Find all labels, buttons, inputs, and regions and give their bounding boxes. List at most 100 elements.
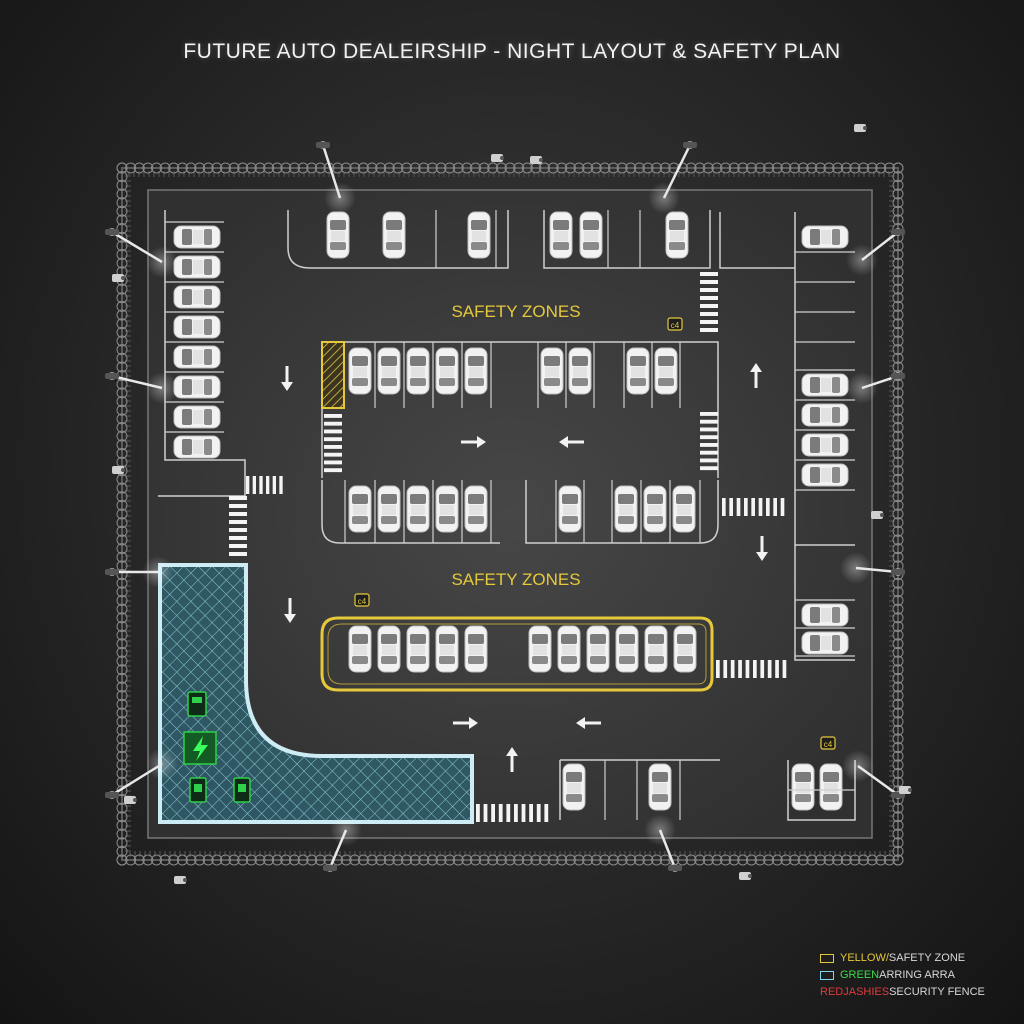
razor-wire	[237, 854, 249, 866]
razor-wire	[599, 162, 611, 174]
lamp-post-icon	[316, 141, 356, 214]
razor-wire	[556, 162, 568, 174]
car-icon	[377, 347, 401, 395]
razor-wire	[728, 854, 740, 866]
razor-wire	[116, 612, 128, 624]
razor-wire	[659, 854, 671, 866]
razor-wire	[780, 162, 792, 174]
legend-swatch-yellow	[820, 954, 834, 963]
razor-wire	[521, 854, 533, 866]
razor-wire	[504, 162, 516, 174]
razor-wire	[452, 854, 464, 866]
razor-wire	[116, 162, 128, 174]
razor-wire	[401, 162, 413, 174]
car-icon	[464, 485, 488, 533]
razor-wire	[633, 162, 645, 174]
razor-wire	[633, 854, 645, 866]
ev-charger-icon	[187, 691, 207, 717]
razor-wire	[452, 162, 464, 174]
razor-wire	[495, 854, 507, 866]
razor-wire	[168, 854, 180, 866]
razor-wire	[159, 162, 171, 174]
car-icon	[558, 485, 582, 533]
car-icon	[173, 405, 221, 429]
razor-wire	[892, 595, 904, 606]
crosswalk	[246, 476, 283, 494]
legend: YELLOW/ SAFETY ZONE GREEN ARRING ARRA RE…	[820, 950, 1010, 1001]
razor-wire	[892, 768, 904, 779]
car-icon	[801, 463, 849, 487]
razor-wire	[116, 430, 128, 442]
razor-wire	[754, 854, 766, 866]
razor-wire	[547, 162, 559, 174]
razor-wire	[892, 733, 904, 745]
razor-wire	[892, 672, 904, 684]
razor-wire	[116, 352, 128, 364]
security-camera-icon	[174, 876, 187, 884]
razor-wire	[116, 733, 128, 745]
razor-wire	[306, 854, 318, 866]
razor-wire	[892, 465, 904, 477]
razor-wire	[314, 854, 326, 866]
razor-wire	[789, 162, 801, 174]
car-icon	[326, 211, 350, 259]
razor-wire	[849, 854, 861, 866]
razor-wire	[116, 197, 128, 209]
car-icon	[648, 763, 672, 811]
car-icon	[665, 211, 689, 259]
car-icon	[173, 435, 221, 459]
razor-wire	[116, 768, 128, 779]
razor-wire	[866, 162, 878, 174]
car-icon	[348, 485, 372, 533]
razor-wire	[211, 162, 223, 174]
razor-wire	[599, 854, 611, 866]
razor-wire	[426, 854, 438, 866]
razor-wire	[254, 854, 266, 866]
razor-wire	[892, 854, 904, 866]
razor-wire	[892, 396, 904, 408]
car-icon	[467, 211, 491, 259]
razor-wire	[892, 776, 904, 788]
razor-wire	[892, 586, 904, 598]
razor-wire	[418, 162, 430, 174]
razor-wire	[392, 162, 404, 174]
razor-wire	[547, 854, 559, 866]
razor-wire	[651, 162, 663, 174]
car-icon	[348, 625, 372, 673]
razor-wire	[892, 499, 904, 511]
razor-wire	[116, 439, 128, 451]
razor-wire	[461, 162, 473, 174]
legend-color-word: YELLOW/	[840, 952, 889, 964]
car-icon	[377, 625, 401, 673]
razor-wire	[116, 577, 128, 589]
razor-wire	[357, 162, 369, 174]
razor-wire	[797, 854, 809, 866]
razor-wire	[823, 854, 835, 866]
razor-wire	[892, 690, 904, 702]
security-camera-icon	[112, 466, 125, 474]
razor-wire	[530, 854, 542, 866]
razor-wire	[875, 162, 887, 174]
razor-wire	[711, 854, 723, 866]
razor-wire	[858, 162, 870, 174]
razor-wire	[116, 482, 128, 494]
razor-wire	[271, 162, 283, 174]
razor-wire	[745, 162, 757, 174]
razor-wire	[754, 162, 766, 174]
crosswalk	[700, 412, 718, 471]
razor-wire	[116, 318, 128, 330]
razor-wire	[892, 404, 904, 416]
razor-wire	[116, 690, 128, 702]
razor-wire	[892, 716, 904, 728]
car-icon	[791, 763, 815, 811]
razor-wire	[116, 534, 128, 546]
razor-wire	[892, 179, 904, 191]
razor-wire	[116, 664, 128, 676]
razor-wire	[375, 162, 387, 174]
razor-wire	[892, 422, 904, 433]
razor-wire	[883, 162, 895, 174]
razor-wire	[116, 759, 128, 771]
car-icon	[579, 211, 603, 259]
razor-wire	[590, 162, 602, 174]
lamp-post-icon	[105, 556, 174, 588]
